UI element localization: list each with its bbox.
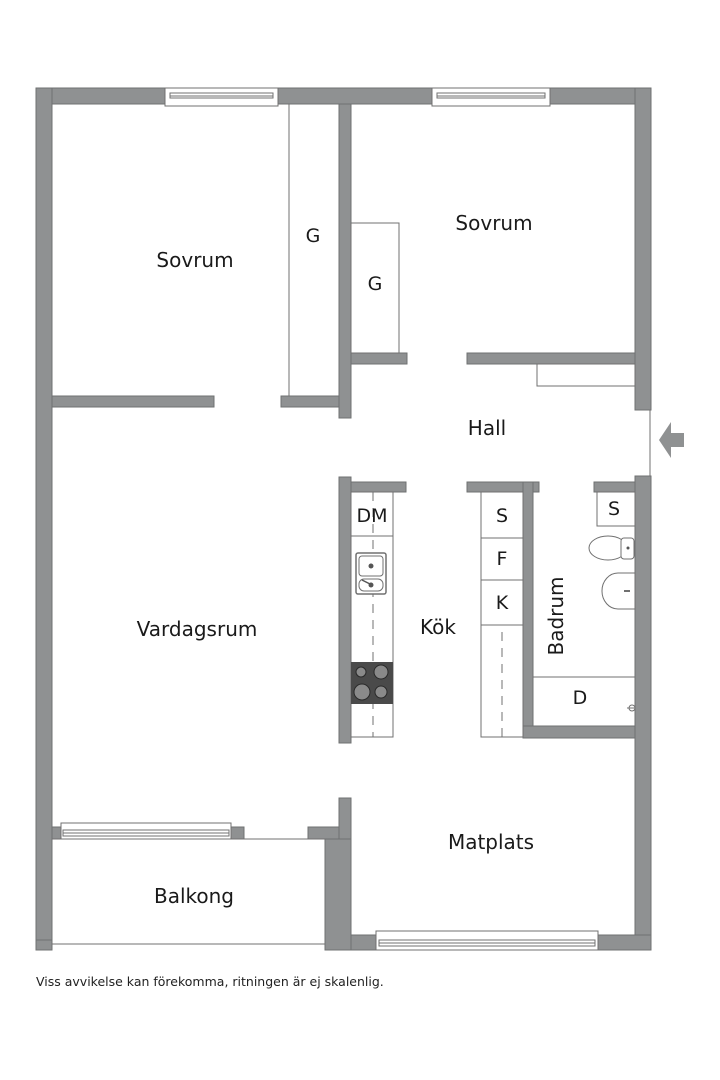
room-label-sovrum-right: Sovrum [455,211,533,235]
fixture-label-dishwasher: DM [356,505,388,527]
fixture-label-wardrobe-right: G [367,273,383,295]
washbasin-icon [601,572,636,610]
fixture-label-freezer: F [496,548,508,570]
interior-walls [51,103,636,951]
fixture-label-fridge: K [495,592,509,614]
room-label-balkong: Balkong [153,884,235,908]
entrance [649,410,684,476]
room-label-matplats: Matplats [447,830,535,854]
fixture-label-kitchen-cabinet: S [495,505,509,527]
windows [164,87,599,951]
kitchen-counter-right [480,491,524,738]
kitchen-counter-left [350,491,394,738]
stove-icon [351,662,393,704]
disclaimer-text: Viss avvikelse kan förekomma, ritningen … [36,974,384,989]
fixture-label-shower: D [572,687,588,709]
room-label-badrum: Badrum [544,576,568,656]
balcony [52,822,325,945]
fixture-label-wardrobe-left: G [305,225,321,247]
entrance-arrow-icon [659,422,684,458]
toilet-icon [588,535,635,561]
room-label-vardagsrum: Vardagsrum [136,617,258,641]
room-label-hall: Hall [467,416,507,440]
room-label-kok: Kök [420,615,456,639]
wardrobes [288,104,636,396]
bathroom-fixtures [533,491,636,712]
floor-drain-icon [627,704,636,712]
fixture-label-bath-cabinet: S [607,498,621,520]
sink-icon [355,552,387,595]
room-label-sovrum-left: Sovrum [156,248,234,272]
